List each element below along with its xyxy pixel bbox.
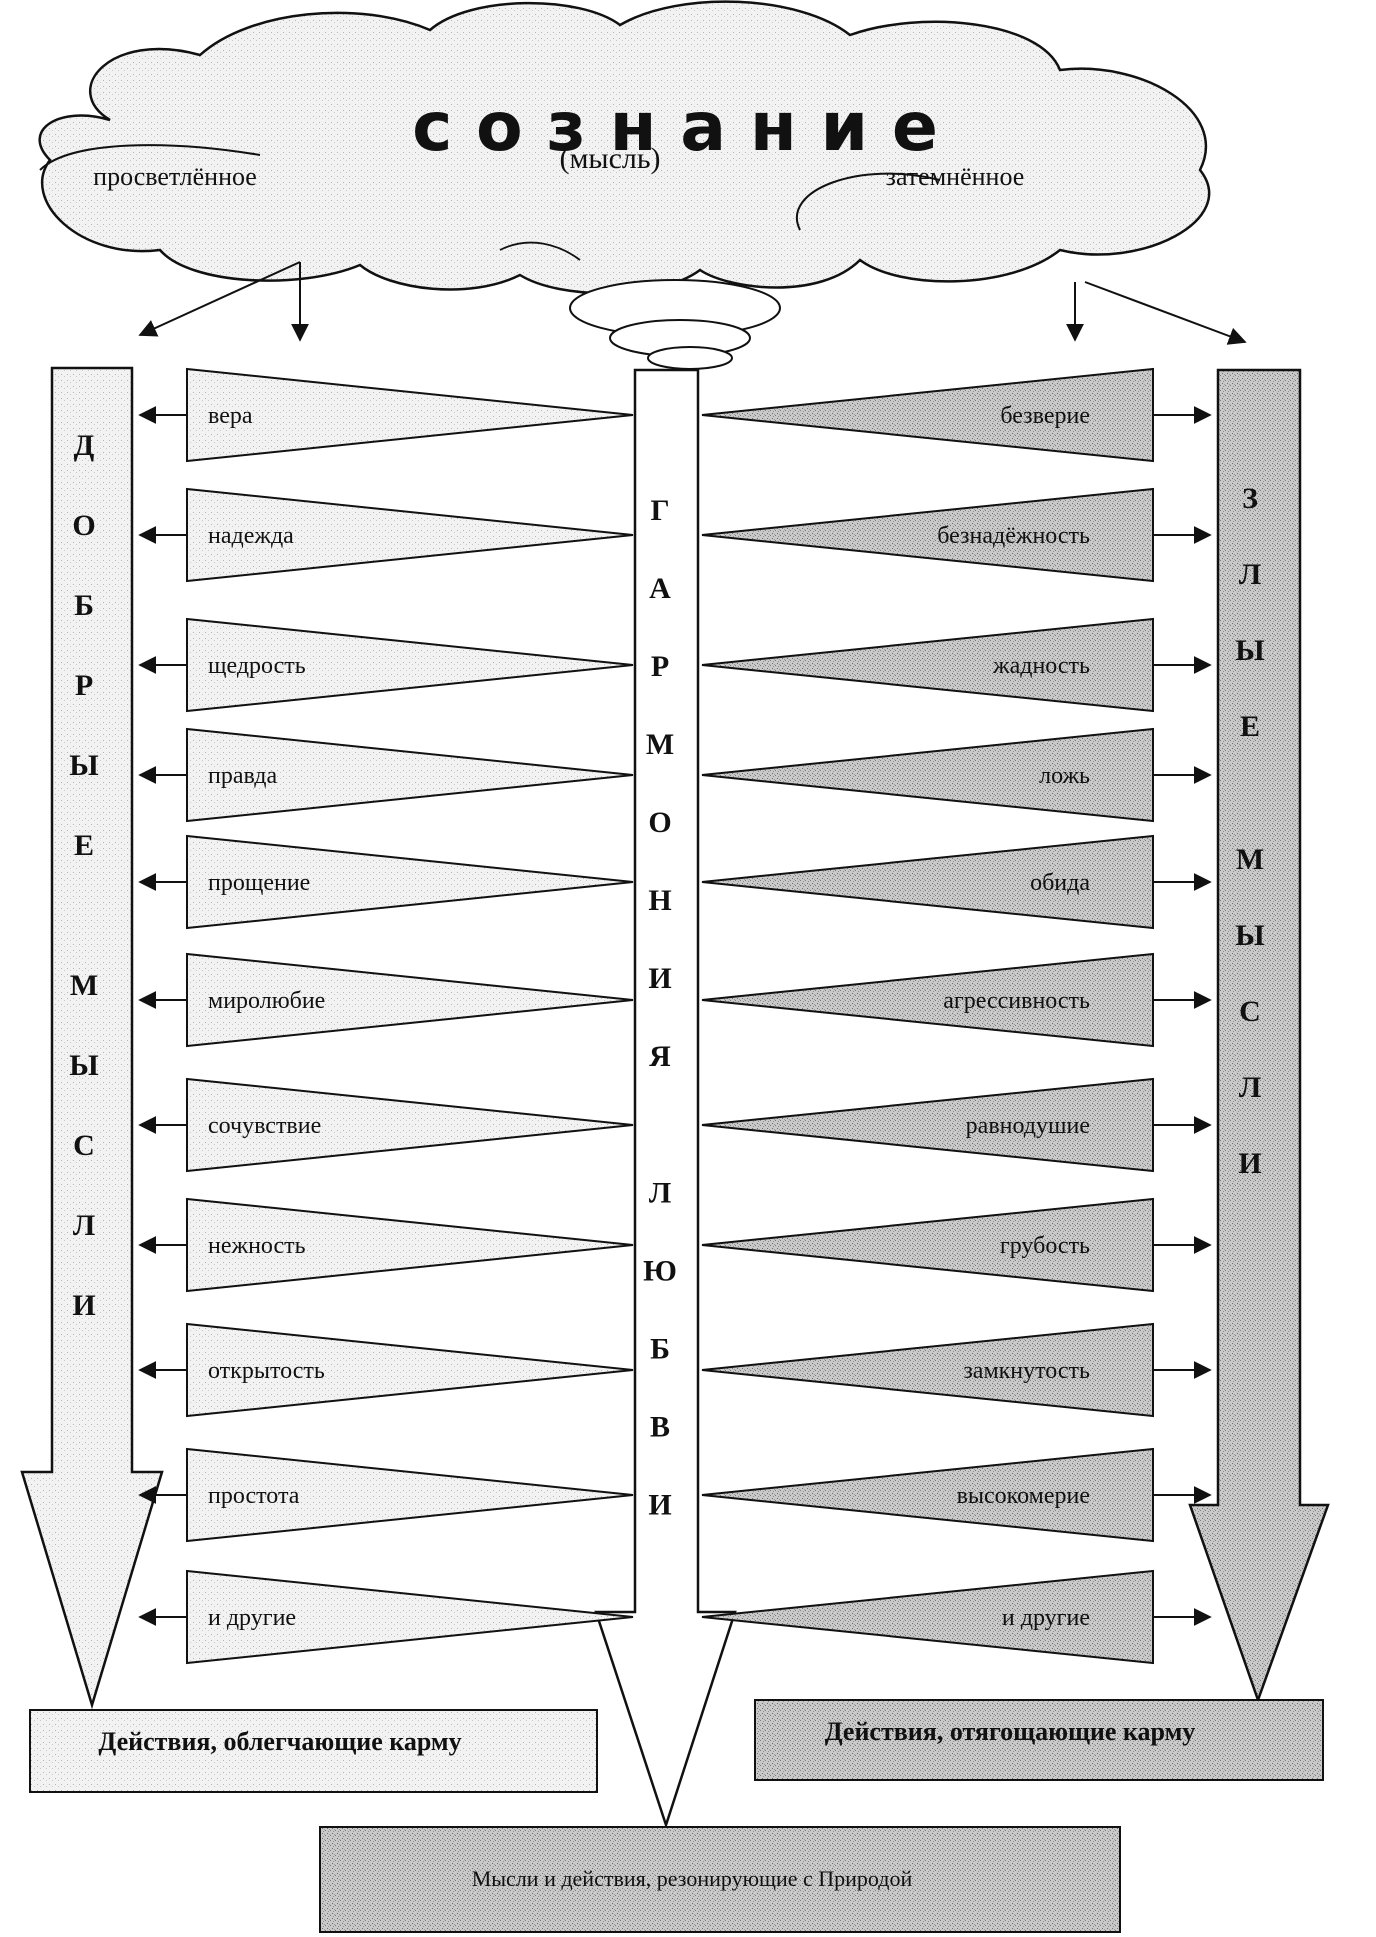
good-quality-label: щедрость <box>208 653 306 679</box>
bad-quality-label: равнодушие <box>966 1113 1090 1139</box>
love-harmony-letter: О <box>648 806 671 839</box>
good-thoughts-letter: Б <box>74 589 94 622</box>
love-harmony-letter: Р <box>651 650 669 683</box>
love-harmony-letter: В <box>650 1411 670 1444</box>
good-quality-label: надежда <box>208 523 294 549</box>
evil-thoughts-letter: М <box>1236 843 1264 876</box>
right-result-box <box>754 1699 1324 1781</box>
bad-quality-label: агрессивность <box>943 988 1090 1014</box>
cloud-right-label: затемнённое <box>886 162 1025 191</box>
evil-thoughts-letters: З Л Ы Е М Ы С Л И <box>1235 482 1264 1180</box>
good-quality-label: миролюбие <box>208 988 325 1014</box>
good-quality-label: нежность <box>208 1233 306 1259</box>
good-thoughts-arrow <box>20 366 164 1710</box>
bad-quality-label: и другие <box>1002 1605 1090 1631</box>
evil-thoughts-letter: Е <box>1240 710 1260 743</box>
good-thoughts-letter: И <box>72 1289 95 1322</box>
consciousness-cloud <box>38 0 1211 295</box>
good-quality-triangle <box>186 367 634 463</box>
love-harmony-letter: М <box>646 728 674 761</box>
good-quality-label: открытость <box>208 1358 325 1384</box>
evil-thoughts-letter: Ы <box>1235 634 1264 667</box>
vortex <box>569 279 781 370</box>
good-thoughts-letter: О <box>72 509 95 542</box>
left-result-text: Действия, облегчающие карму <box>98 1727 461 1756</box>
cloud-subtitle: (мысль) <box>559 142 660 175</box>
love-harmony-letter: А <box>649 572 671 605</box>
good-thoughts-letter: Ы <box>69 1049 98 1082</box>
bad-quality-label: обида <box>1030 870 1090 896</box>
love-harmony-letters: Г А Р М О Н И Я Л Ю Б В И <box>643 494 677 1522</box>
bad-quality-label: грубость <box>1000 1233 1090 1259</box>
good-quality-label: прощение <box>208 870 310 896</box>
good-quality-label: вера <box>208 403 253 429</box>
love-harmony-letter: И <box>648 962 671 995</box>
love-harmony-letter: Г <box>650 494 669 527</box>
good-thoughts-letters: Д О Б Р Ы Е М Ы С Л И <box>69 429 98 1322</box>
love-harmony-letter: Я <box>649 1040 671 1073</box>
bad-quality-label: высокомерие <box>957 1483 1090 1509</box>
good-thoughts-letter: Е <box>74 829 94 862</box>
good-thoughts-letter: М <box>70 969 98 1002</box>
good-thoughts-letter: Ы <box>69 749 98 782</box>
good-quality-label: простота <box>208 1483 300 1509</box>
bad-quality-label: безверие <box>1000 403 1090 429</box>
thought-pairs: вера безверие надежда безнадёжность щедрость… <box>138 367 1212 1665</box>
bad-quality-label: безнадёжность <box>937 523 1090 549</box>
bad-quality-label: ложь <box>1039 763 1090 789</box>
love-harmony-letter: Ю <box>643 1255 677 1288</box>
evil-thoughts-letter: И <box>1238 1147 1261 1180</box>
good-thoughts-letter: С <box>73 1129 95 1162</box>
good-thoughts-letter: Л <box>73 1209 95 1242</box>
evil-thoughts-arrow <box>1188 368 1330 1704</box>
love-harmony-letter: Л <box>649 1177 671 1210</box>
evil-thoughts-letter: З <box>1242 482 1258 515</box>
good-quality-label: сочувствие <box>208 1113 321 1139</box>
bad-quality-label: жадность <box>992 653 1090 679</box>
bad-quality-label: замкнутость <box>963 1358 1090 1384</box>
bottom-result-text: Мысли и действия, резонирующие с Природо… <box>472 1866 913 1891</box>
love-harmony-letter: Б <box>650 1333 670 1366</box>
bottom-result-box <box>319 1826 1121 1933</box>
good-quality-label: правда <box>208 763 277 789</box>
good-thoughts-letter: Р <box>75 669 93 702</box>
cloud-left-label: просветлённое <box>93 162 257 191</box>
evil-thoughts-letter: Л <box>1239 558 1261 591</box>
evil-thoughts-letter: Ы <box>1235 919 1264 952</box>
left-result-box <box>29 1709 598 1793</box>
love-harmony-letter: Н <box>648 884 671 917</box>
right-result-text: Действия, отягощающие карму <box>825 1717 1196 1746</box>
evil-thoughts-letter: С <box>1239 995 1261 1028</box>
good-quality-label: и другие <box>208 1605 296 1631</box>
cloud-title: с о з н а н и е <box>412 88 938 167</box>
evil-thoughts-letter: Л <box>1239 1071 1261 1104</box>
love-harmony-arrow <box>594 368 737 1830</box>
good-thoughts-letter: Д <box>74 429 95 462</box>
cloud-arrows <box>138 261 1247 345</box>
love-harmony-letter: И <box>648 1489 671 1522</box>
